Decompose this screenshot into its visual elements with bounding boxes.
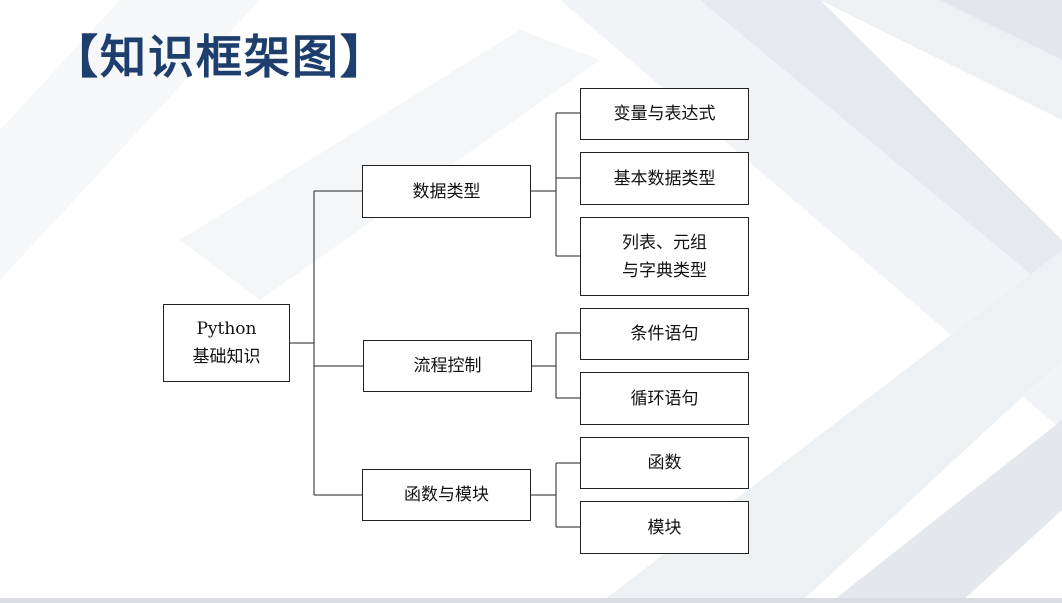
root-node-line2: 基础知识 xyxy=(192,347,261,367)
leaf-node-label: 基本数据类型 xyxy=(613,168,716,189)
leaf-node-label: 变量与表达式 xyxy=(613,104,716,124)
branch-node-functions-modules: 函数与模块 xyxy=(362,469,531,521)
leaf-node-list-tuple-dict: 列表、元组 与字典类型 xyxy=(580,217,749,296)
leaf-node-label: 模块 xyxy=(647,517,682,538)
footer-divider xyxy=(0,598,1062,603)
leaf-node-label: 函数 xyxy=(647,453,682,473)
branch-node-label: 数据类型 xyxy=(412,181,481,202)
root-node: Python 基础知识 xyxy=(163,304,290,382)
root-node-line1: Python xyxy=(196,319,257,339)
branch-node-data-types: 数据类型 xyxy=(362,165,531,218)
leaf-node-label-line1: 列表、元组 xyxy=(622,232,707,253)
leaf-node-loop-statements: 循环语句 xyxy=(580,372,749,425)
leaf-node-functions: 函数 xyxy=(580,437,749,489)
leaf-node-variables-expressions: 变量与表达式 xyxy=(580,88,749,140)
page-title: 【知识框架图】 xyxy=(52,30,388,84)
leaf-node-modules: 模块 xyxy=(580,501,749,554)
branch-node-flow-control: 流程控制 xyxy=(363,340,532,392)
leaf-node-label: 循环语句 xyxy=(630,388,699,409)
leaf-node-basic-data-types: 基本数据类型 xyxy=(580,152,749,205)
leaf-node-conditional-statements: 条件语句 xyxy=(580,308,749,360)
branch-node-label: 函数与模块 xyxy=(404,485,489,505)
branch-node-label: 流程控制 xyxy=(413,356,482,376)
leaf-node-label-line2: 与字典类型 xyxy=(622,260,707,281)
leaf-node-label: 条件语句 xyxy=(630,324,699,344)
